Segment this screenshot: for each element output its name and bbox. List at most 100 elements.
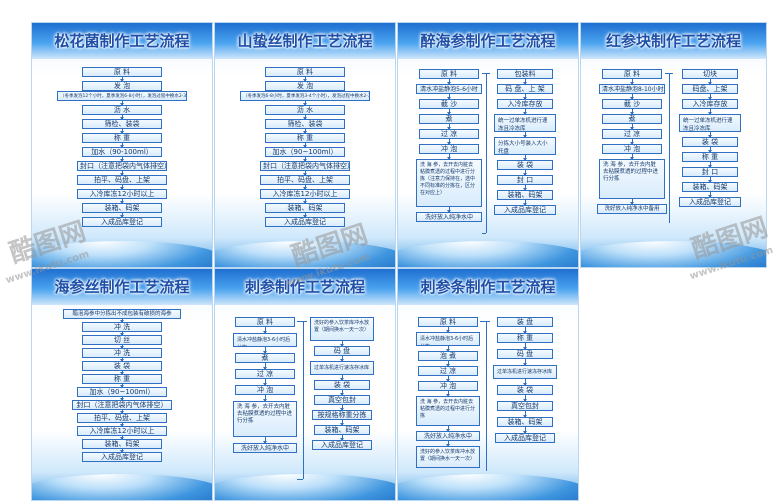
process-board-shanzhesi: 山蛰丝制作工艺流程 原 料 发 泡 （冬季发泡6-8小时，夏季发泡3-4个小时）… — [214, 22, 396, 268]
flow-step: 封口（注意把袋内气体排空） — [77, 161, 167, 171]
flow-step: 原 料 — [265, 67, 345, 77]
process-board-hongshenkuai: 红参块制作工艺流程 原 料 清水冲盐静泡8-10小时 截 沙 煮 过 凉 冲 泡… — [580, 22, 767, 268]
flow-step: 封口（注意把袋内气体排空） — [72, 400, 172, 410]
flow-step: 装箱、码架 — [314, 425, 370, 435]
flow-column-right: 切块 码盘、上架 入冷库存放 统一过单冻机进行速冻且冷冻库 装 袋 称 重 封 … — [677, 69, 743, 207]
flow-step: 拍平、码盘、上架 — [260, 175, 350, 185]
flow-step: 称 重 — [82, 133, 162, 143]
flow-step: 清水冲盐静泡3-6小时后分拣 — [416, 332, 480, 346]
flow-step: 洗好的参入饮茶库冲水放置（期间换水一天一次） — [416, 446, 480, 468]
flow-step: 沥 水 — [82, 105, 162, 115]
flow-step: 统一过单冻机进行速冻且冷冻库 — [679, 114, 741, 132]
flow-step: 原 料 — [419, 69, 479, 79]
flow-step: 冲 洗 — [82, 322, 162, 332]
flow-step: 加水（90~100ml） — [77, 387, 167, 397]
flow-step: 统一过单冻机进行速冻且冷冻库 — [494, 114, 556, 132]
board-title: 醉海参制作工艺流程 — [420, 32, 556, 50]
flow-step: 筛检、装袋 — [265, 119, 345, 129]
flow-step: 冲 泡 — [602, 144, 662, 154]
flow-step: 洗 海 参，去开去内脏去粘膜煮透的过程中进行分拣 — [233, 401, 297, 437]
flow-step: 拍平、码盘、上架 — [77, 175, 167, 185]
flow-step: 码 盘、上 架 — [497, 84, 553, 94]
process-board-zuihaishen: 醉海参制作工艺流程 原 料 清水冲盐静泡5-6小时 截 沙 煮 过 凉 冲 泡 … — [397, 22, 579, 268]
flow-step: 装 袋 — [82, 361, 162, 371]
flow-step: 清水冲盐静泡8-10小时 — [599, 84, 665, 94]
flow-step: 过单冻机进行速冻存冰库 — [310, 361, 374, 375]
flow-step: 清水冲盐静泡3-6小时后分拣 — [233, 333, 297, 347]
flow-step: （冬季发泡6-8小时，夏季发泡3-4个小时），发泡过程中换水2-3遍 — [240, 91, 370, 101]
flow-column: 原 料 发 泡 （冬季发泡12个小时，夏季发泡6-8小时），发泡过程中换水2-3… — [57, 67, 187, 227]
flow-step: 筛检、装袋 — [82, 119, 162, 129]
flow-step: 原 料 — [418, 317, 478, 327]
flow-column-left: 原 料 清水冲盐静泡8-10小时 截 沙 煮 过 凉 冲 泡 洗 海 参，去开去… — [597, 69, 667, 214]
flow-step: 真空包封 — [314, 395, 370, 405]
flow-step: 称 重 — [497, 333, 553, 343]
flow-step: 入冷库冻12小时以上 — [77, 189, 167, 199]
flow-step: 入成品库登记 — [82, 452, 162, 462]
flow-step: 包装料 — [497, 69, 553, 79]
flow-column-left: 原 料 清水冲盐静泡5-6小时 截 沙 煮 过 凉 冲 泡 洗 海 参，去开去内… — [416, 69, 482, 222]
flow-step: 装箱、码架 — [82, 439, 162, 449]
flow-step: 原 料 — [82, 67, 162, 77]
flow-step: 封 口 — [497, 175, 553, 185]
flow-step: 煮 — [419, 114, 479, 124]
flow-step: 入冷库存放 — [682, 99, 738, 109]
flow-column-left: 原 料 清水冲盐静泡3-6小时后分拣 泡 煮 过 凉 冲 泡 洗 海 参，去开去… — [416, 317, 480, 468]
flow-step: 醋泡海参中分拣出不成包装有破损的海参 — [63, 309, 181, 319]
flow-step: 入成品库登记 — [679, 197, 741, 207]
flow-step: 入成品库登记 — [82, 217, 162, 227]
flow-step: 泡 煮 — [418, 351, 478, 361]
flow-step: 装 袋 — [314, 380, 370, 390]
flow-step: 切 丝 — [82, 335, 162, 345]
flow-step: 装箱、码架 — [82, 203, 162, 213]
flow-step: 称 重 — [682, 152, 738, 162]
board-title: 刺参制作工艺流程 — [244, 278, 365, 296]
flow-step: 清水冲盐静泡5-6小时 — [416, 84, 482, 94]
flow-step: 分拣大小号装入大小托盘 — [494, 137, 556, 155]
flow-column-right: 包装料 码 盘、上 架 入冷库存放 统一过单冻机进行速冻且冷冻库 分拣大小号装入… — [492, 69, 558, 215]
flow-step: 过单冻机进行速冻存冰库 — [493, 365, 557, 379]
flow-step: 加水（90~100ml） — [265, 147, 345, 157]
flow-step: 装 袋 — [497, 385, 553, 395]
flow-column-right: 洗好的参入饮茶库冲水放置（期间换水一天一次） 码 盘 过单冻机进行速冻存冰库 装… — [309, 317, 375, 450]
flow-step: 装箱、码架 — [682, 182, 738, 192]
flow-step: 加水（90-100ml） — [82, 147, 162, 157]
flow-step: 洗 海 参，去开去内脏去粘膜煮透的过程中进行分拣 — [599, 159, 665, 199]
flow-step: 煮 — [602, 114, 662, 124]
flow-step: 装箱、码架 — [497, 417, 553, 427]
flow-step: 洗 海 参，去开去内脏去粘膜煮透的过程中进行分拣（注意力保持在，选中不同标准的分… — [416, 159, 482, 207]
flow-step: 洗好放入纯净水中 — [416, 212, 482, 222]
flow-step: 洗好放入纯净水中备用 — [597, 204, 667, 214]
process-board-haishensi: 海参丝制作工艺流程 醋泡海参中分拣出不成包装有破损的海参 冲 洗 切 丝 冲 洗… — [31, 268, 213, 501]
flow-step: 洗好的参入饮茶库冲水放置（期间换水一天一次） — [310, 317, 374, 341]
flow-step: 装 盘 — [497, 317, 553, 327]
flow-step: 洗好放入纯净水中 — [416, 431, 480, 441]
flow-step: 洗 海 参，去开去内脏去粘膜煮透的过程中进行分拣 — [416, 396, 480, 426]
flow-step: 真空包封 — [497, 401, 553, 411]
flow-step: 原 料 — [235, 317, 295, 327]
flow-step: 入成品库登记 — [495, 433, 555, 443]
flow-step: 入冷库冻12小时以上 — [260, 189, 350, 199]
process-board-cishentiao: 刺参条制作工艺流程 原 料 清水冲盐静泡3-6小时后分拣 泡 煮 过 凉 冲 泡… — [397, 268, 579, 501]
flow-step: （冬季发泡12个小时，夏季发泡6-8小时），发泡过程中换水2-3遍 — [57, 91, 187, 101]
board-title: 红参块制作工艺流程 — [605, 32, 741, 50]
process-board-cishen: 刺参制作工艺流程 原 料 清水冲盐静泡3-6小时后分拣 煮 过 凉 冲 泡 洗 … — [214, 268, 396, 501]
flow-step: 装 袋 — [682, 137, 738, 147]
flow-step: 码 盘 — [497, 349, 553, 359]
flow-step: 截 沙 — [602, 99, 662, 109]
flow-step: 原 料 — [602, 69, 662, 79]
board-title: 海参丝制作工艺流程 — [54, 278, 190, 296]
flow-step: 冲 泡 — [419, 144, 479, 154]
flow-column: 醋泡海参中分拣出不成包装有破损的海参 冲 洗 切 丝 冲 洗 装 袋 称 重 加… — [62, 309, 182, 462]
flow-step: 冲 泡 — [418, 381, 478, 391]
flow-step: 封 口 — [682, 167, 738, 177]
flow-step: 称 重 — [265, 133, 345, 143]
flow-step: 发 泡 — [265, 81, 345, 91]
flow-column-right: 装 盘 称 重 码 盘 过单冻机进行速冻存冰库 装 袋 真空包封 装箱、码架 入… — [492, 317, 558, 443]
flow-step: 截 沙 — [419, 99, 479, 109]
flow-step: 过 凉 — [235, 369, 295, 379]
flow-step: 过 凉 — [418, 366, 478, 376]
flow-step: 发 泡 — [82, 81, 162, 91]
flow-step: 入冷库冻12小时以上 — [77, 426, 167, 436]
flow-column: 原 料 发 泡 （冬季发泡6-8小时，夏季发泡3-4个小时），发泡过程中换水2-… — [240, 67, 370, 227]
